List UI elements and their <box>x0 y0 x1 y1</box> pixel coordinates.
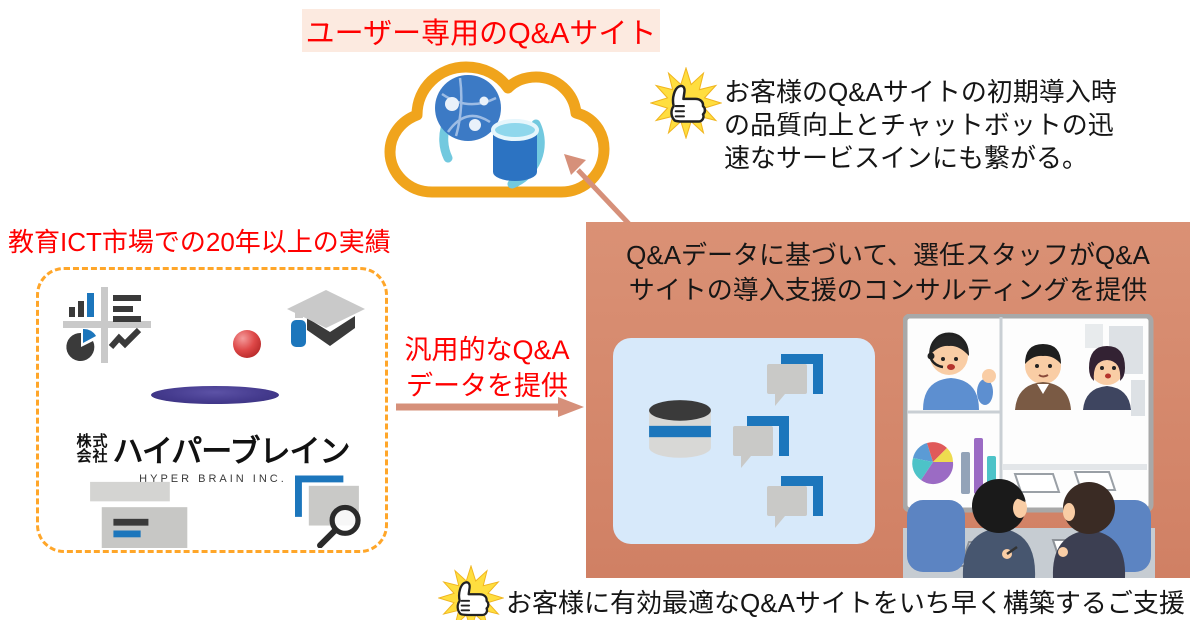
benefit-top-text: お客様のQ&Aサイトの初期導入時 の品質向上とチャットボットの迅 速なサービスイ… <box>724 76 1160 175</box>
benefit-top-line: 速なサービスインにも繋がる。 <box>724 143 1089 173</box>
qa-site-title: ユーザー専用のQ&Aサイト <box>305 17 657 50</box>
globe-icon <box>435 75 501 141</box>
chat-bubble-icon <box>733 416 789 468</box>
consulting-box: Q&Aデータに基づいて、選任スタッフがQ&A サイトの導入支援のコンサルティング… <box>586 222 1190 578</box>
graduation-cap-icon <box>287 290 365 347</box>
provide-line: 汎用的なQ&A <box>404 335 570 365</box>
company-prefix-bottom: 会社 <box>76 447 109 465</box>
brain-disc-icon <box>151 386 279 404</box>
hyper-brain-logo-box: 株式 会社 ハイパーブレイン HYPER BRAIN INC. <box>36 267 388 553</box>
chat-bubble-icon <box>767 476 823 528</box>
user-qa-cloud <box>384 61 610 198</box>
qa-data-panel <box>613 338 875 544</box>
database-cylinder-icon <box>491 119 539 181</box>
red-sphere-icon <box>233 330 261 358</box>
chat-bubble-icon <box>767 354 823 406</box>
company-logo-text: 株式 会社 ハイパーブレイン HYPER BRAIN INC. <box>63 426 363 486</box>
database-icon <box>649 400 711 458</box>
document-search-icon <box>295 475 361 548</box>
track-record-caption: 教育ICT市場での20年以上の実績 <box>8 227 391 257</box>
provide-line: データを提供 <box>406 371 568 401</box>
consulting-title-line: Q&Aデータに基づいて、選任スタッフがQ&A <box>626 240 1150 270</box>
company-prefix-top: 株式 <box>76 432 109 450</box>
thumbs-up-icon <box>650 66 722 140</box>
thumbs-up-icon <box>438 564 504 620</box>
company-prefix: 株式 会社 <box>77 434 109 464</box>
benefit-top-line: の品質向上とチャットボットの迅 <box>724 110 1114 140</box>
benefit-bottom-text: お客様に有効最適なQ&Aサイトをいち早く構築するご支援 <box>506 588 1185 618</box>
benefit-top-line: お客様のQ&Aサイトの初期導入時 <box>724 77 1117 107</box>
provide-data-caption: 汎用的なQ&A データを提供 <box>396 332 578 404</box>
analytics-grid-icon <box>63 287 151 363</box>
consulting-title: Q&Aデータに基づいて、選任スタッフがQ&A サイトの導入支援のコンサルティング… <box>586 238 1190 308</box>
company-name: ハイパーブレイン <box>112 434 351 469</box>
qa-site-title-badge: ユーザー専用のQ&Aサイト <box>302 9 660 52</box>
slides-icon <box>90 481 188 548</box>
company-name-en: HYPER BRAIN INC. <box>139 473 287 485</box>
video-conference-illustration <box>903 314 1155 578</box>
provide-data-arrow <box>396 397 584 417</box>
consulting-title-line: サイトの導入支援のコンサルティングを提供 <box>628 275 1148 305</box>
